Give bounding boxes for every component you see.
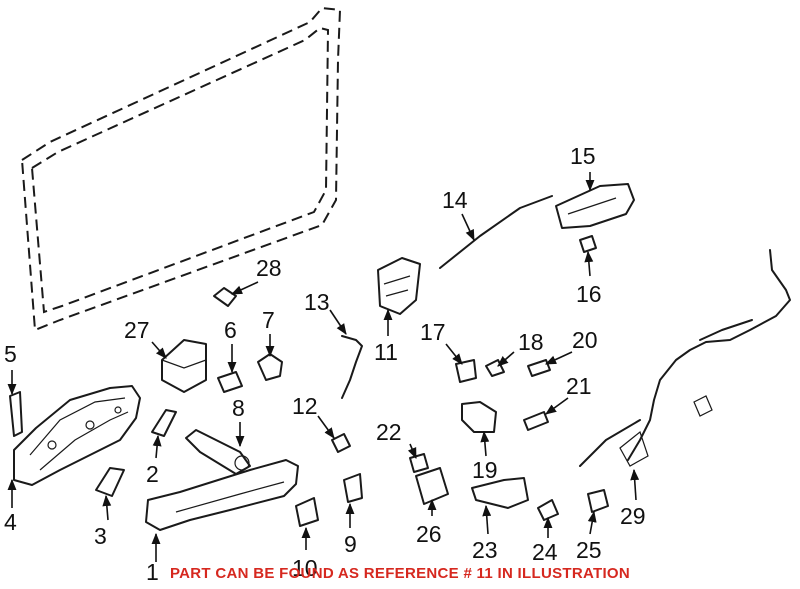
callout-29: 29	[620, 503, 646, 529]
cable-14-part	[439, 195, 553, 269]
bracket-part	[9, 391, 23, 437]
cap-26-part	[415, 467, 449, 505]
callout-15: 15	[570, 143, 596, 169]
callout-21: 21	[566, 373, 592, 399]
screw-16-part	[579, 235, 597, 253]
inside-handle-15-part	[555, 183, 635, 229]
callout-7: 7	[262, 307, 275, 333]
handle-carrier-part	[13, 385, 141, 486]
striker-19-part	[461, 401, 497, 433]
bolt-24-part	[537, 499, 559, 521]
bolt-22-part	[409, 453, 429, 473]
screw-20-part	[527, 359, 551, 377]
clip-10-part	[295, 497, 319, 527]
screw-21-part	[523, 411, 549, 431]
callout-12: 12	[292, 393, 318, 419]
callout-20: 20	[572, 327, 598, 353]
leader-lines	[7, 172, 640, 562]
bolt-12-part	[331, 433, 351, 453]
callout-2: 2	[146, 461, 159, 487]
callout-18: 18	[518, 329, 544, 355]
reference-note: PART CAN BE FOUND AS REFERENCE # 11 IN I…	[169, 565, 631, 582]
gasket-part	[95, 467, 125, 497]
outside-handle-part	[145, 459, 299, 531]
callout-17: 17	[420, 319, 446, 345]
rod-13-part	[341, 335, 363, 399]
screw-6-part	[217, 371, 243, 393]
trim-cap-7-part	[257, 353, 283, 381]
callout-9: 9	[344, 531, 357, 557]
callout-11: 11	[374, 339, 398, 365]
clip-9-part	[343, 473, 363, 503]
callout-23: 23	[472, 537, 498, 563]
callout-24: 24	[532, 539, 558, 565]
callout-16: 16	[576, 281, 602, 307]
callout-numbers: 1 2 3 4 5 6 7 8 9 10 11 12 13 14 15 16 1…	[4, 143, 646, 585]
door-outline	[20, 6, 342, 332]
callout-8: 8	[232, 395, 245, 421]
callout-13: 13	[304, 289, 330, 315]
check-23-part	[471, 477, 529, 509]
callout-5: 5	[4, 341, 17, 367]
callout-1: 1	[146, 559, 159, 585]
callout-28: 28	[256, 255, 282, 281]
bolt-28-part	[213, 287, 237, 307]
callout-25: 25	[576, 537, 602, 563]
cover-part	[161, 339, 207, 393]
clip-25-part	[587, 489, 609, 513]
callout-14: 14	[442, 187, 468, 213]
wiring-harness-29-part	[579, 249, 791, 467]
callout-4: 4	[4, 509, 17, 535]
callout-26: 26	[416, 521, 442, 547]
callout-27: 27	[124, 317, 150, 343]
latch-11-part	[377, 257, 421, 315]
seal-part	[151, 409, 177, 437]
callout-3: 3	[94, 523, 107, 549]
callout-22: 22	[376, 419, 402, 445]
lock-cylinder-part	[185, 429, 251, 475]
bracket-17-part	[455, 359, 477, 383]
callout-19: 19	[472, 457, 498, 483]
callout-10: 10	[292, 555, 318, 581]
callout-6: 6	[224, 317, 237, 343]
